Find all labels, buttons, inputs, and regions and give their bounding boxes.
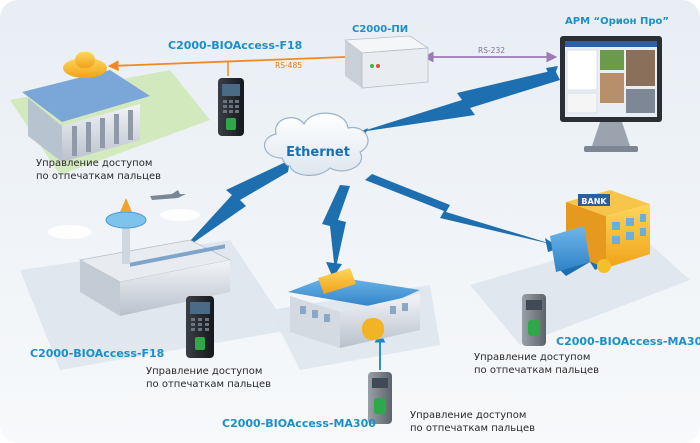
coin-stack xyxy=(597,259,611,273)
reader-right-label: C2000-BIOAccess-MA300 xyxy=(556,335,700,348)
airport-side xyxy=(80,260,120,316)
reader-ma300-right-sensor xyxy=(528,320,540,336)
center-entrance xyxy=(362,318,384,340)
caption-left-line2: по отпечаткам пальцев xyxy=(146,379,271,390)
bank-sign-text: BANK xyxy=(581,197,607,206)
column xyxy=(128,110,133,140)
column xyxy=(86,122,91,152)
reader-left-label: C2000-BIOAccess-F18 xyxy=(30,347,164,360)
caption-center-line2: по отпечаткам пальцев xyxy=(410,423,535,434)
controller-label: С2000-ПИ xyxy=(352,24,408,35)
column xyxy=(100,118,105,148)
reader-center-label: C2000-BIOAccess-MA300 xyxy=(222,417,376,430)
workstation-stand xyxy=(592,122,630,146)
link-bank-reader xyxy=(560,252,612,276)
reader-f18-left-sensor xyxy=(195,337,205,350)
controller-side xyxy=(345,40,362,88)
caption-center-line1: Управление доступом xyxy=(410,410,526,421)
rs485-link: RS-485 xyxy=(107,56,346,76)
link-to-center-building xyxy=(322,185,350,272)
rs232-label: RS-232 xyxy=(478,46,505,55)
reader-f18-top xyxy=(218,78,244,136)
reader-ma300-center-sensor xyxy=(374,398,386,414)
reader-f18-left-screen xyxy=(190,302,210,314)
reader-ma300-center xyxy=(368,372,392,424)
bank-annex xyxy=(550,226,590,272)
link-to-bank xyxy=(365,174,555,245)
ethernet-cloud: Ethernet xyxy=(264,112,369,176)
workstation-base xyxy=(584,146,638,152)
building-top-left xyxy=(22,52,150,162)
caption-top-left-line2: по отпечаткам пальцев xyxy=(36,171,161,182)
building-tl-side xyxy=(28,98,62,162)
arrow-head-1 xyxy=(546,66,558,82)
center-roof-top xyxy=(318,268,356,294)
building-center xyxy=(288,268,420,348)
ethernet-links xyxy=(180,70,612,276)
rs485-line xyxy=(107,56,346,72)
building-tl-dome-top xyxy=(75,52,95,68)
column xyxy=(72,126,77,156)
reader-f18-top-sensor xyxy=(226,118,236,130)
bank-sign xyxy=(578,194,610,206)
controller-c2000-pi: С2000-ПИ xyxy=(343,24,430,89)
link-to-left-building xyxy=(180,160,290,252)
building-bank: BANK xyxy=(550,190,650,273)
rs232-link: RS-232 xyxy=(422,46,558,63)
controller-front xyxy=(361,47,429,89)
tower-cab xyxy=(105,211,147,229)
workstation-label: АРМ “Орион Про” xyxy=(565,16,669,27)
caption-left-line1: Управление доступом xyxy=(146,366,262,377)
caption-top-left-line1: Управление доступом xyxy=(36,158,152,169)
caption-right-line2: по отпечаткам пальцев xyxy=(474,365,599,376)
reader-ma300-right xyxy=(522,294,546,346)
tower-stem xyxy=(122,222,130,264)
column xyxy=(114,114,119,144)
rs485-label: RS-485 xyxy=(275,61,302,70)
cloud-shape xyxy=(264,112,369,176)
building-tl-roof xyxy=(22,70,150,122)
airport-front xyxy=(120,260,230,316)
building-left-airport xyxy=(48,190,232,316)
reader-top-label: C2000-BIOAccess-F18 xyxy=(168,39,302,52)
airplane-icon xyxy=(150,190,186,200)
caption-right-line1: Управление доступом xyxy=(474,352,590,363)
tower-top xyxy=(120,198,132,212)
reader-f18-top-screen xyxy=(222,84,240,96)
reader-f18-left xyxy=(186,296,214,358)
workstation: АРМ “Орион Про” xyxy=(560,16,669,152)
ethernet-label: Ethernet xyxy=(286,145,350,160)
link-to-workstation xyxy=(360,70,560,132)
arrow-head-4 xyxy=(326,262,342,278)
